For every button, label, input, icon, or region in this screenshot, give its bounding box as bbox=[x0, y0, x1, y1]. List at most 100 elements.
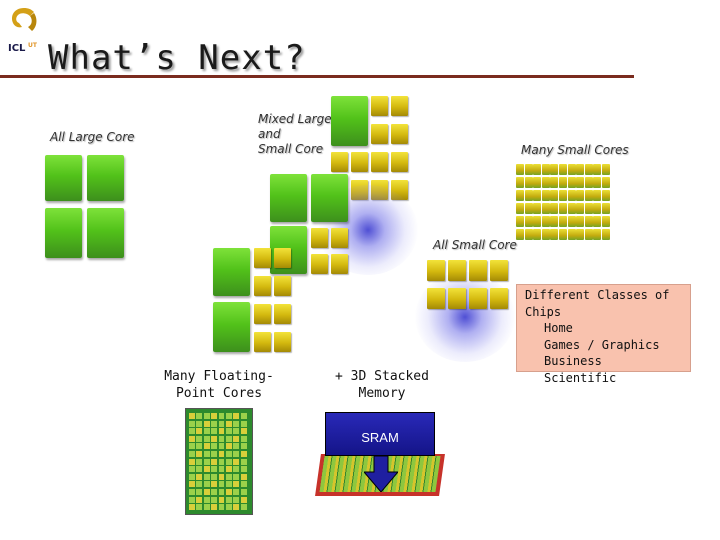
fp-core bbox=[211, 473, 217, 480]
large-core bbox=[45, 155, 82, 201]
fp-core bbox=[203, 496, 210, 503]
tiny-core bbox=[602, 177, 610, 188]
fp-core bbox=[226, 420, 232, 427]
fp-core bbox=[226, 489, 232, 495]
tiny-core bbox=[576, 177, 585, 188]
fp-core bbox=[240, 420, 247, 427]
large-core bbox=[213, 302, 250, 352]
fp-core bbox=[240, 489, 247, 495]
label-line: Memory bbox=[358, 386, 406, 401]
floating-point-chip bbox=[185, 408, 253, 515]
fp-core bbox=[233, 466, 240, 473]
tiny-core bbox=[550, 203, 559, 214]
fp-core bbox=[218, 496, 225, 503]
label-all-small-core: All Small Core bbox=[433, 238, 517, 252]
fp-core bbox=[203, 466, 210, 473]
fp-core bbox=[196, 458, 203, 465]
small-core bbox=[371, 124, 388, 144]
fp-core bbox=[226, 451, 232, 457]
tiny-core bbox=[559, 190, 567, 201]
fp-core bbox=[189, 504, 195, 511]
fp-core bbox=[240, 443, 247, 450]
fp-core bbox=[233, 489, 240, 495]
tiny-core bbox=[602, 203, 610, 214]
sram-block: SRAM bbox=[325, 412, 435, 456]
tiny-core bbox=[541, 164, 550, 175]
chip-class-item: Business bbox=[544, 354, 602, 368]
tiny-core bbox=[524, 164, 533, 175]
fp-core bbox=[189, 420, 195, 427]
small-core bbox=[427, 260, 445, 281]
fp-core bbox=[218, 443, 225, 450]
fp-core bbox=[226, 428, 232, 435]
fp-core bbox=[196, 504, 203, 511]
icl-logo: ICL UT bbox=[6, 4, 42, 58]
fp-core bbox=[189, 443, 195, 450]
tiny-core bbox=[541, 216, 550, 227]
fp-core bbox=[211, 458, 217, 465]
tiny-core bbox=[559, 229, 567, 240]
label-all-large-core: All Large Core bbox=[50, 130, 135, 144]
small-core bbox=[490, 260, 508, 281]
fp-core bbox=[233, 435, 240, 442]
fp-core bbox=[218, 489, 225, 495]
fp-core bbox=[226, 466, 232, 473]
fp-core bbox=[203, 481, 210, 488]
small-core bbox=[391, 124, 408, 144]
fp-core bbox=[233, 504, 240, 511]
label-line: Mixed Large bbox=[258, 112, 332, 126]
fp-core bbox=[196, 466, 203, 473]
small-core bbox=[490, 288, 508, 309]
tiny-core bbox=[533, 229, 542, 240]
tiny-core bbox=[567, 190, 576, 201]
fp-core bbox=[211, 489, 217, 495]
fp-core bbox=[218, 466, 225, 473]
label-line: Point Cores bbox=[175, 386, 263, 401]
tiny-core bbox=[541, 203, 550, 214]
tiny-core bbox=[533, 190, 542, 201]
fp-core bbox=[240, 496, 247, 503]
tiny-core bbox=[550, 216, 559, 227]
tiny-core bbox=[559, 216, 567, 227]
tiny-core bbox=[524, 216, 533, 227]
fp-core bbox=[218, 420, 225, 427]
fp-core bbox=[203, 489, 210, 495]
fp-core bbox=[233, 443, 240, 450]
tiny-core bbox=[533, 216, 542, 227]
fp-core bbox=[240, 451, 247, 457]
fp-core bbox=[218, 458, 225, 465]
fp-core bbox=[211, 451, 217, 457]
chip-class-item: Home bbox=[544, 321, 573, 335]
fp-core bbox=[189, 481, 195, 488]
fp-core bbox=[226, 504, 232, 511]
tiny-core bbox=[524, 229, 533, 240]
fp-core bbox=[240, 473, 247, 480]
small-core bbox=[371, 96, 388, 116]
fp-core bbox=[226, 473, 232, 480]
small-core bbox=[254, 332, 271, 352]
tiny-core bbox=[550, 177, 559, 188]
fp-core bbox=[189, 435, 195, 442]
label-mixed-large-small: Mixed Large and Small Core bbox=[258, 112, 332, 157]
fp-core bbox=[233, 481, 240, 488]
tiny-core bbox=[567, 164, 576, 175]
tiny-core bbox=[593, 216, 602, 227]
fp-core bbox=[189, 451, 195, 457]
fp-core bbox=[226, 413, 232, 419]
small-core bbox=[391, 96, 408, 116]
tiny-core bbox=[559, 203, 567, 214]
small-core bbox=[254, 248, 271, 268]
label-3d-stacked-memory: + 3D Stacked Memory bbox=[322, 368, 442, 402]
tiny-core bbox=[550, 164, 559, 175]
fp-core bbox=[233, 428, 240, 435]
fp-core bbox=[211, 466, 217, 473]
fp-core bbox=[203, 504, 210, 511]
large-core bbox=[87, 208, 124, 258]
tiny-core bbox=[593, 164, 602, 175]
tiny-core bbox=[524, 190, 533, 201]
fp-core bbox=[189, 428, 195, 435]
fp-core bbox=[196, 496, 203, 503]
fp-core bbox=[233, 420, 240, 427]
fp-core bbox=[233, 413, 240, 419]
fp-core bbox=[233, 458, 240, 465]
